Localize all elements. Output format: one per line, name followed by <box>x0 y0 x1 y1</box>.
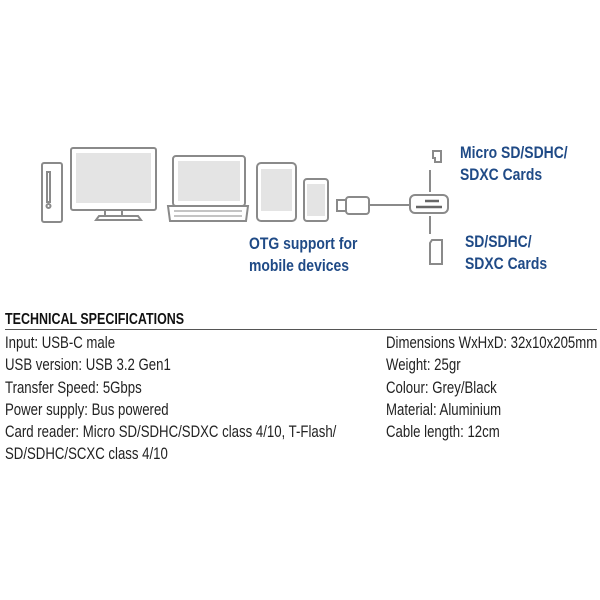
spec-item: Transfer Speed: 5Gbps <box>5 378 142 397</box>
spec-item: SD/SDHC/SCXC class 4/10 <box>5 445 168 464</box>
spec-item: USB version: USB 3.2 Gen1 <box>5 356 171 375</box>
usb-c-plug-icon <box>336 196 411 215</box>
otg-label: OTG support for mobile devices <box>249 233 357 277</box>
otg-label-line1: OTG support for <box>249 234 358 253</box>
spec-item: Colour: Grey/Black <box>386 378 497 397</box>
specs-left-column: Input: USB-C male USB version: USB 3.2 G… <box>5 332 336 466</box>
spec-item: Material: Aluminium <box>386 400 502 419</box>
micro-sd-label-line2: SDXC Cards <box>460 165 543 184</box>
phone-icon <box>303 178 329 222</box>
sd-label-line1: SD/SDHC/ <box>465 232 532 251</box>
micro-sd-card-icon <box>432 150 442 163</box>
sd-label: SD/SDHC/ SDXC Cards <box>465 231 547 275</box>
micro-sd-label-line1: Micro SD/SDHC/ <box>460 143 568 162</box>
otg-label-line2: mobile devices <box>249 256 349 275</box>
sd-card-icon <box>429 239 443 265</box>
spec-item: Power supply: Bus powered <box>5 400 169 419</box>
device-illustration <box>41 147 449 265</box>
tablet-icon <box>256 162 297 222</box>
spec-item: Card reader: Micro SD/SDHC/SDXC class 4/… <box>5 423 337 442</box>
laptop-icon <box>166 155 250 222</box>
sd-label-line2: SDXC Cards <box>465 254 548 273</box>
specs-right-column: Dimensions WxHxD: 32x10x205mm Weight: 25… <box>386 332 597 443</box>
spec-item: Input: USB-C male <box>5 334 116 352</box>
micro-sd-label: Micro SD/SDHC/ SDXC Cards <box>460 142 568 186</box>
spec-item: Dimensions WxHxD: 32x10x205mm <box>386 334 598 352</box>
heading-divider <box>5 329 597 330</box>
spec-item: Cable length: 12cm <box>386 423 500 442</box>
specs-heading: TECHNICAL SPECIFICATIONS <box>5 311 185 328</box>
spec-item: Weight: 25gr <box>386 356 461 375</box>
monitor-icon <box>70 147 157 221</box>
card-reader-hub-icon <box>409 170 449 234</box>
desktop-tower-icon <box>41 162 63 223</box>
